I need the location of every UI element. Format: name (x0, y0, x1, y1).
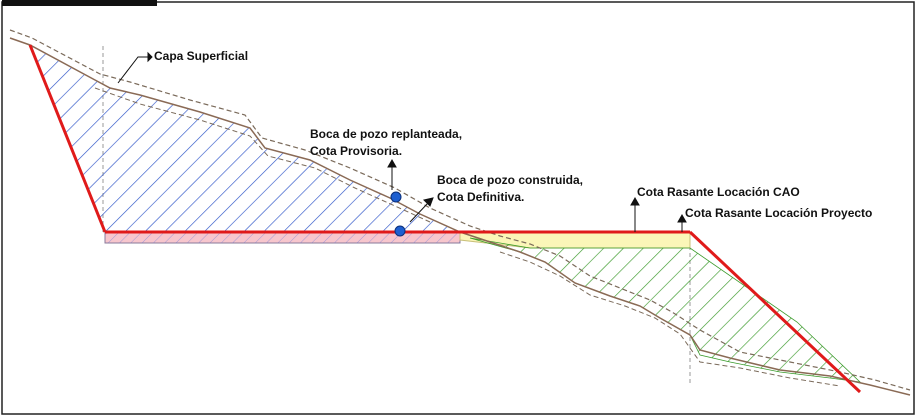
boca-replanteada-marker (390, 191, 402, 203)
boca-construida-label-line1: Boca de pozo construida, (437, 173, 583, 187)
cota-cao-leader (630, 196, 640, 232)
capa-superficial-label: Capa Superficial (154, 49, 248, 63)
proyecto-platform-hatch (105, 232, 460, 243)
cut-slope-line (28, 44, 107, 233)
cota-proyecto-leader (677, 213, 687, 232)
boca-replanteada-leader (387, 158, 397, 190)
surface-layer-dashed-line (9, 29, 911, 391)
boca-replanteada-label-line2: Cota Provisoria. (310, 144, 402, 158)
fill-subsurface-dashed-line (499, 251, 841, 387)
boca-construida-leader (409, 197, 434, 223)
subsurface-dashed-line (94, 87, 431, 223)
cota-cao-label: Cota Rasante Locación CAO (637, 185, 800, 199)
fill-zone (469, 237, 862, 383)
boca-replanteada-label-line1: Boca de pozo replanteada, (310, 127, 462, 141)
terrain-surface-line (9, 37, 911, 396)
title-bar (2, 0, 157, 6)
cota-proyecto-label: Cota Rasante Locación Proyecto (685, 206, 872, 220)
capa-superficial-leader (117, 51, 153, 84)
fill-slope-line (688, 230, 862, 394)
boca-construida-label-line2: Cota Definitiva. (437, 190, 524, 204)
boca-construida-marker (394, 225, 406, 237)
cut-zone (30, 45, 460, 232)
